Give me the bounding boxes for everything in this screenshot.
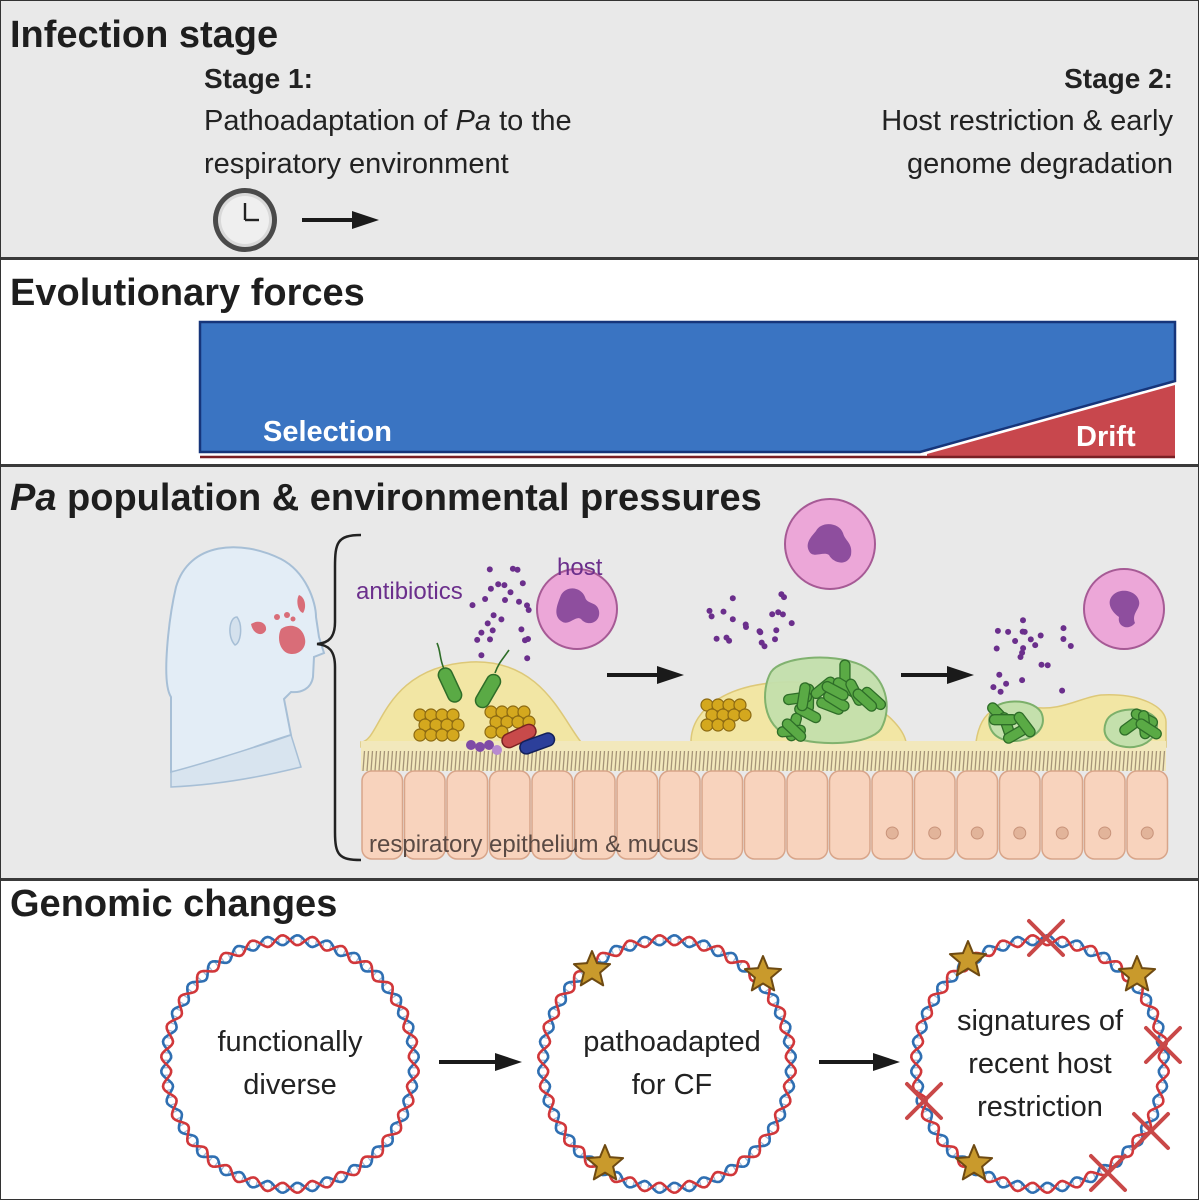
divider (1, 464, 1198, 467)
mutation-stars (572, 940, 1157, 1181)
stage1-line2: respiratory environment (204, 148, 509, 180)
evolutionary-forces-title: Evolutionary forces (10, 272, 365, 314)
infection-stage-title: Infection stage (10, 14, 279, 56)
genomic-changes-title: Genomic changes (10, 883, 338, 925)
divider (1, 257, 1198, 260)
drift-label: Drift (1076, 421, 1136, 453)
genomic-graphic: functionally diverse pathoadapted for CF… (159, 919, 1182, 1195)
neutrophil-3 (1083, 568, 1165, 650)
circle1-line1: functionally (217, 1026, 363, 1058)
clock-icon (213, 188, 277, 252)
host-label: host (557, 554, 603, 581)
coccoid-cluster-3 (700, 698, 752, 732)
circle2-line1: pathoadapted (583, 1026, 760, 1058)
circle3-line2: recent host (968, 1048, 1111, 1080)
stage1-heading: Stage 1: (204, 63, 313, 94)
progression-arrow-1 (607, 666, 684, 684)
divider (1, 878, 1198, 881)
biofilm-stage3-right (1103, 708, 1162, 749)
biofilm-stage3-left (987, 700, 1044, 744)
neutrophil-1 (536, 568, 618, 650)
forces-graphic: Selection Drift (198, 320, 1177, 459)
rod-bacteria-stage1 (436, 642, 556, 755)
circle3-line1: signatures of (957, 1005, 1124, 1037)
time-arrow-icon (302, 211, 379, 229)
antibiotic-particles (469, 565, 1074, 695)
genome-arrow-2 (819, 1053, 900, 1071)
genomic-changes-panel: Genomic changes functionally diverse pat… (1, 881, 1198, 1199)
antibiotics-label: antibiotics (356, 578, 463, 605)
population-graphic: antibiotics host respiratory epithelium … (165, 498, 1169, 862)
stage2-heading: Stage 2: (1064, 63, 1173, 94)
stage2-line2: genome degradation (906, 148, 1173, 180)
circle3-line3: restriction (977, 1091, 1103, 1123)
genome-circle-2 (536, 933, 798, 1195)
epithelium-label: respiratory epithelium & mucus (369, 831, 698, 858)
infection-stage-panel: Infection stage Stage 1: Pathoadaptation… (1, 1, 1198, 257)
clock-and-arrow (213, 188, 379, 252)
deletion-crosses (905, 919, 1182, 1192)
stage2-line1: Host restriction & early (881, 105, 1173, 137)
circle2-line2: for CF (632, 1069, 713, 1101)
stage1-line1: Pathoadaptation of Pa to the (204, 105, 572, 137)
population-panel: Pa population & environmental pressures (1, 467, 1198, 878)
selection-area (198, 320, 1177, 454)
selection-label: Selection (263, 416, 392, 448)
coccoid-cluster-1 (413, 708, 465, 742)
evolutionary-forces-panel: Evolutionary forces Selection Drift (1, 260, 1198, 464)
biofilm-stage2 (764, 656, 888, 745)
circle1-line2: diverse (243, 1069, 337, 1101)
human-head-illustration (165, 546, 326, 788)
neutrophil-2 (784, 498, 876, 590)
population-title: Pa population & environmental pressures (10, 477, 762, 519)
brace (316, 533, 362, 862)
progression-arrow-2 (901, 666, 974, 684)
drift-area (927, 385, 1175, 457)
genome-circle-1 (159, 933, 421, 1195)
genome-arrow-1 (439, 1053, 522, 1071)
